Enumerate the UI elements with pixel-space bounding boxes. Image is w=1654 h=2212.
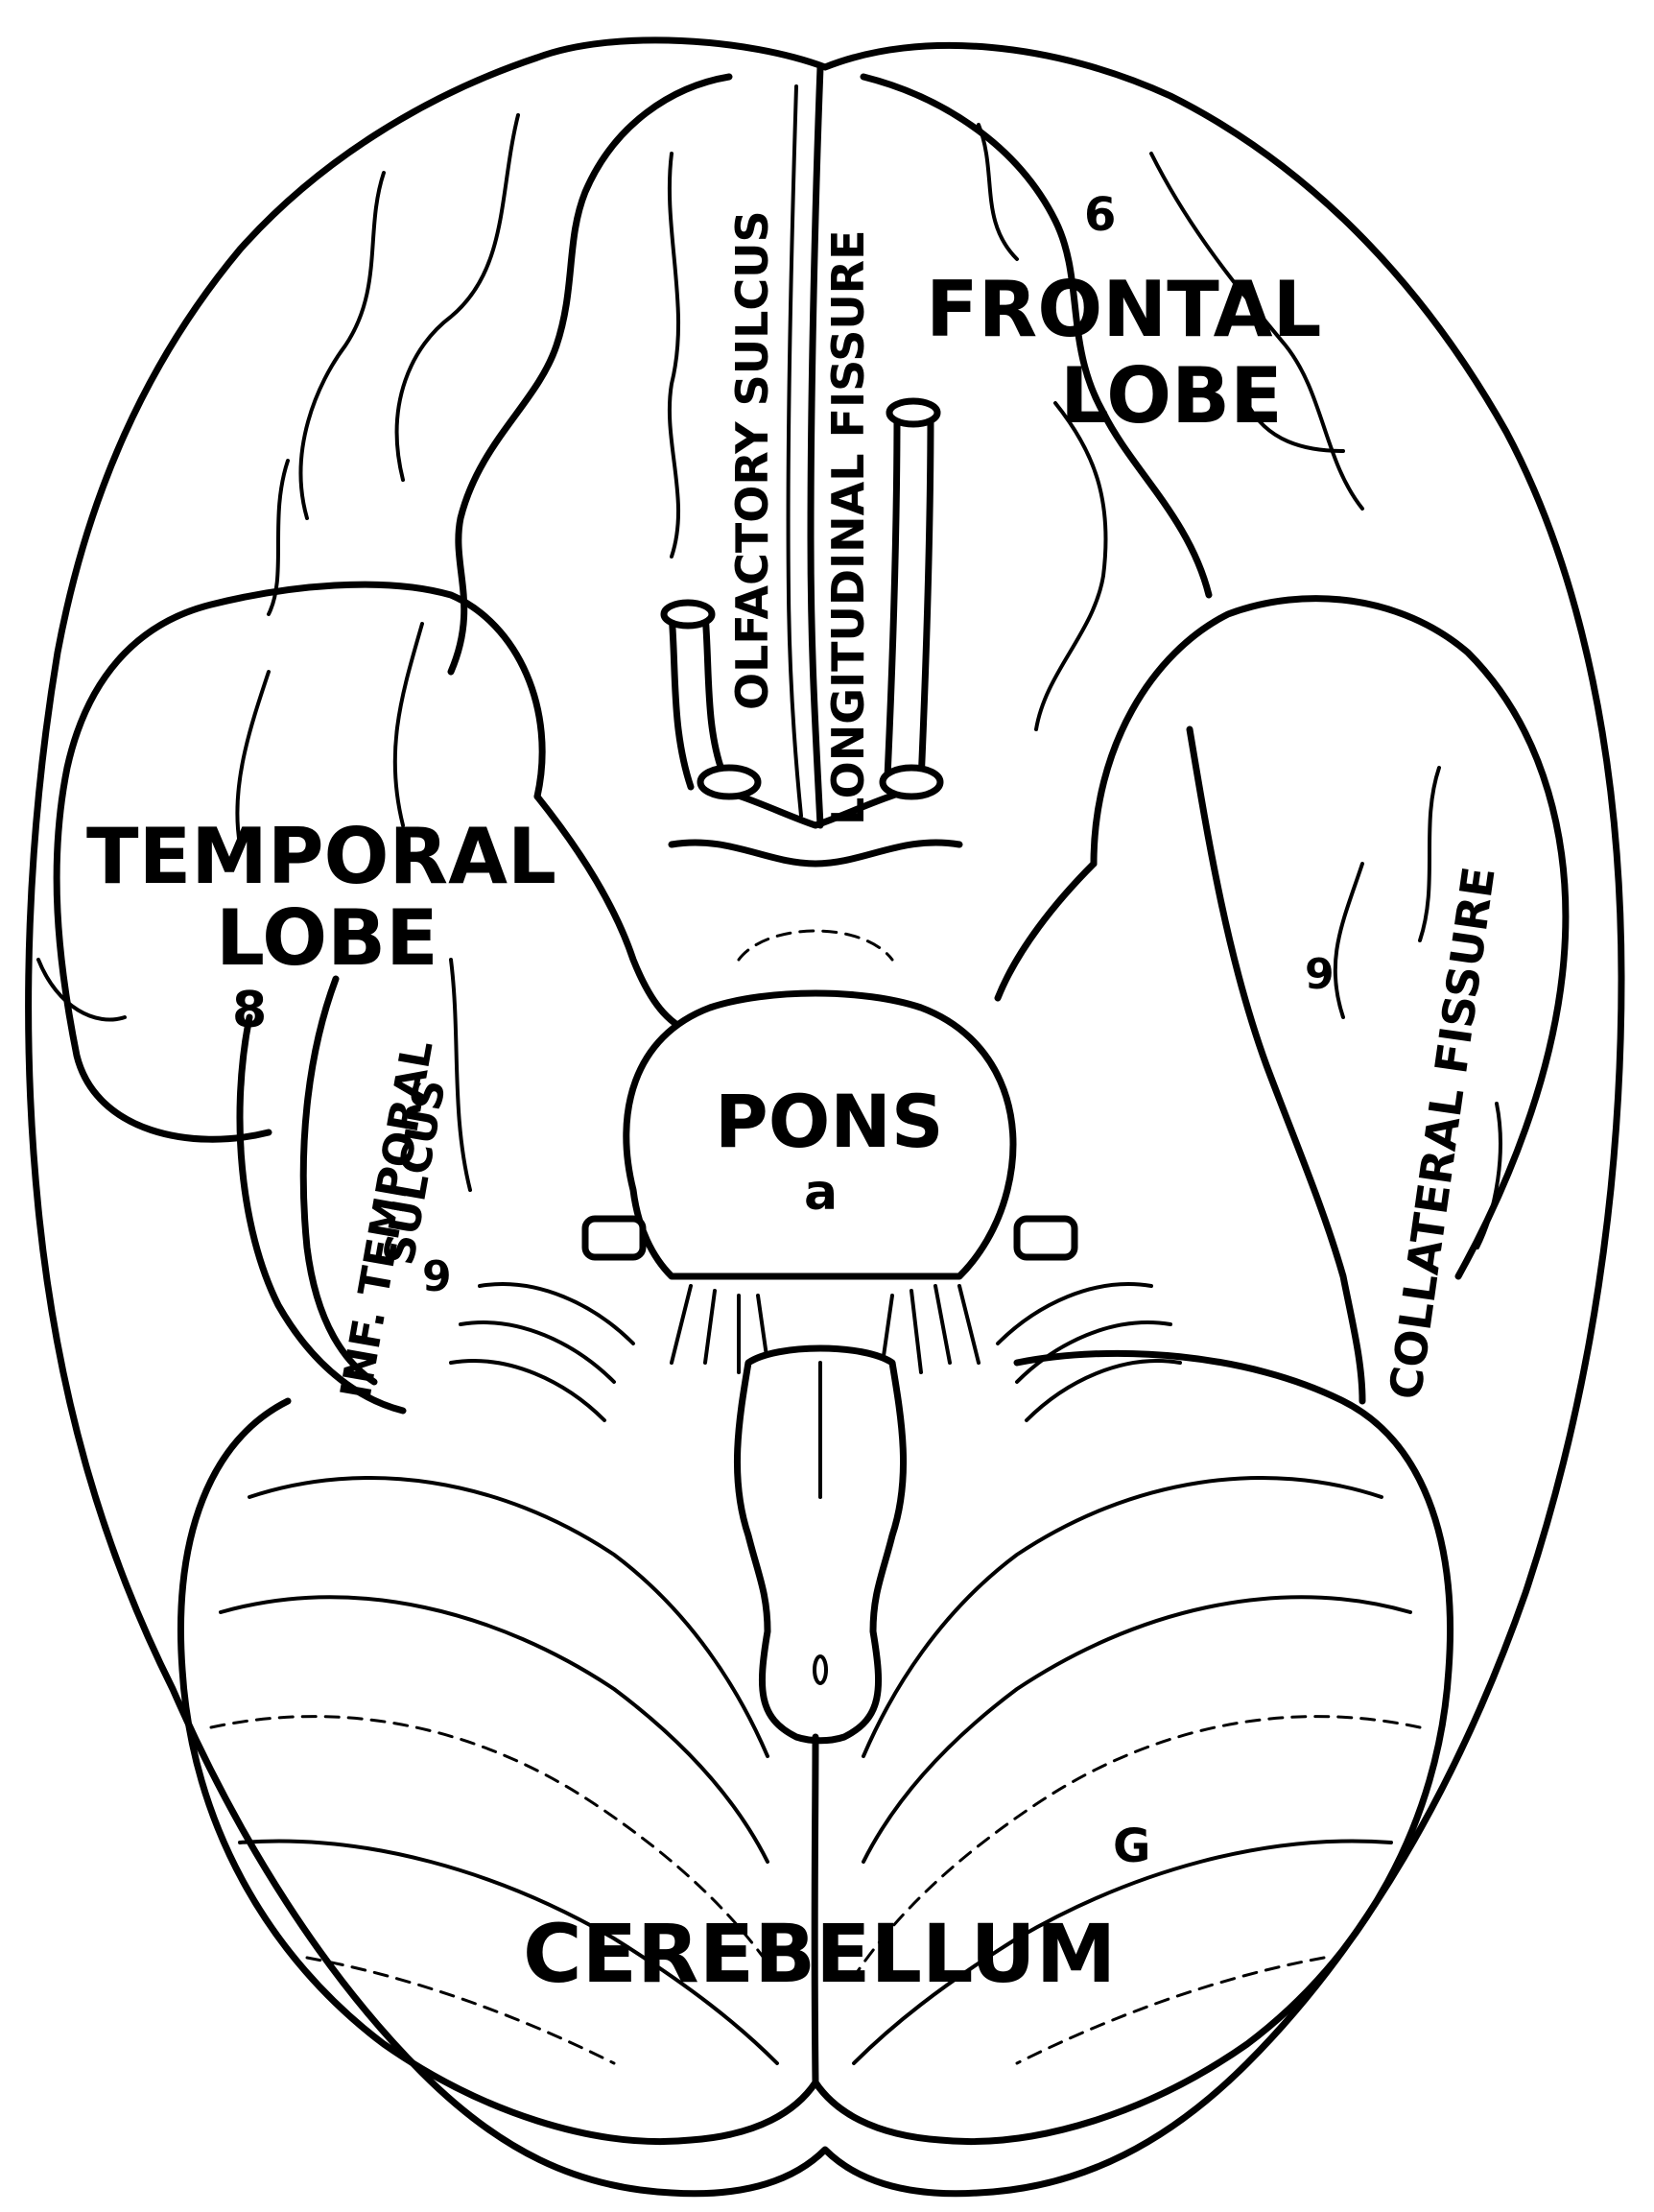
right-temporal-inner [998,864,1094,998]
longitudinal-fissure-label: LONGITUDINAL FISSURE [822,229,874,825]
pons-label: PONS [715,1079,944,1164]
left-temporal-gyrus-2 [395,624,422,825]
temporal-marker: 8 [232,982,267,1039]
right-frontal-gyrus-4 [1036,403,1106,729]
pons-marker: a [804,1164,838,1222]
left-frontal-gyrus-4 [670,154,678,557]
cranial-nerve-roots-right [883,1286,979,1372]
olfactory-tract-right [887,413,931,782]
olfactory-tract-left [672,614,724,787]
olfactory-bulb-left [664,603,712,626]
frontal-marker: 6 [1084,188,1116,242]
frontal-lobe-label-line1: FRONTAL [926,265,1321,354]
left-frontal-gyrus-2 [397,115,518,480]
frontal-lobe-label-line2: LOBE [1060,351,1283,440]
longitudinal-fissure-line [811,67,820,825]
collateral-fissure-label: COLLATERAL FISSURE [1379,864,1504,1403]
cerebellum-label: CEREBELLUM [523,1907,1116,2001]
olfactory-bulb-right [889,401,937,424]
optic-nerve-right [883,768,940,797]
temporal-lobe-label-line1: TEMPORAL [86,812,556,901]
left-temporal-inner [537,797,700,1036]
left-temporal-gyrus-3 [451,960,470,1190]
trigeminal-nerve-right [1017,1219,1075,1257]
temporal-lobe-label-line2: LOBE [216,893,438,983]
left-frontal-gyrus-3 [301,173,384,518]
olfactory-sulcus-label: OLFACTORY SULCUS [726,210,778,710]
cerebellum-marker: G [1113,1820,1150,1873]
left-lateral-fold [38,960,125,1020]
right-temporal-gyrus-2 [1420,768,1439,940]
collateral-marker: 9 [1305,950,1335,999]
hypothalamus-region [739,931,892,960]
right-temporal-gyrus [1335,864,1362,1017]
cerebellum-folia-left-2 [221,1597,768,1862]
trigeminal-nerve-left [585,1219,643,1257]
cerebellum-folia-right-1 [863,1478,1382,1756]
flocculus-left [451,1284,633,1420]
inf-temporal-marker: 9 [422,1252,452,1301]
longitudinal-fissure-line-2 [789,86,801,816]
collateral-fissure-curve [1190,729,1362,1401]
left-frontal-gyrus [451,77,729,672]
cerebellum-folia-left-1 [249,1478,768,1756]
optic-nerve-left [700,768,758,797]
